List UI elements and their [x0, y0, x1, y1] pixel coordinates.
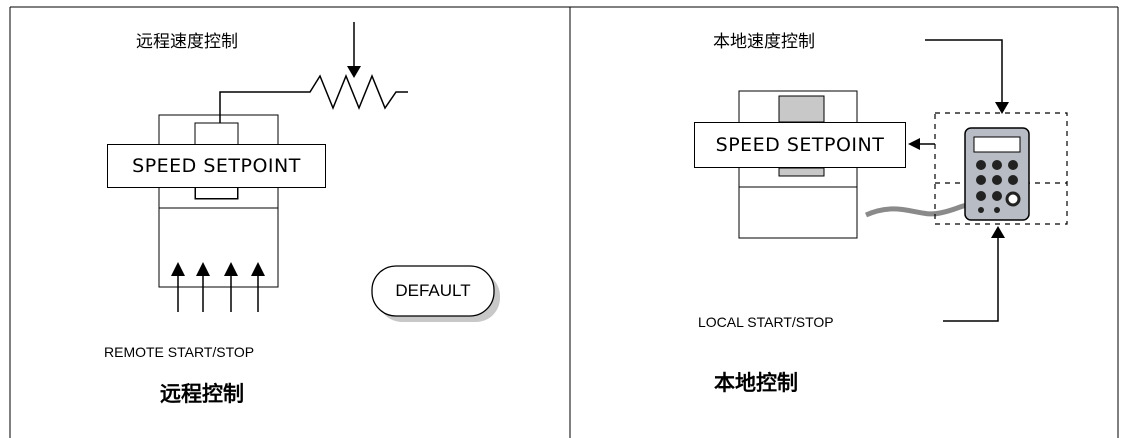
remote-start-stop-arrows [171, 262, 265, 312]
keypad-icon [964, 127, 1030, 221]
local-display-screen [778, 95, 825, 123]
local-speed-setpoint-label: SPEED SETPOINT [715, 134, 885, 156]
local-speed-control-title: 本地速度控制 [713, 32, 815, 52]
remote-speed-control-title: 远程速度控制 [136, 32, 238, 52]
local-speed-arrow [925, 39, 1009, 114]
default-button-label: DEFAULT [395, 281, 471, 300]
cable [864, 202, 969, 218]
remote-speed-setpoint-box: SPEED SETPOINT [107, 144, 326, 188]
local-start-stop-label: LOCAL START/STOP [698, 314, 834, 330]
local-setpoint-arrow [908, 138, 935, 150]
default-button-shape [371, 265, 500, 322]
remote-control-caption: 远程控制 [160, 382, 244, 406]
potentiometer-icon [219, 22, 408, 123]
default-button[interactable]: DEFAULT [372, 266, 494, 316]
remote-start-stop-label: REMOTE START/STOP [104, 344, 255, 360]
local-start-stop-arrow [943, 226, 1005, 322]
local-control-caption: 本地控制 [714, 371, 798, 395]
frame [9, 6, 1119, 438]
remote-speed-setpoint-label: SPEED SETPOINT [132, 155, 301, 177]
local-speed-setpoint-box: SPEED SETPOINT [694, 122, 906, 168]
keypad-dashed-box [934, 112, 1068, 225]
remote-drive-unit [158, 114, 279, 288]
remote-display-slot-bottom [195, 188, 238, 199]
